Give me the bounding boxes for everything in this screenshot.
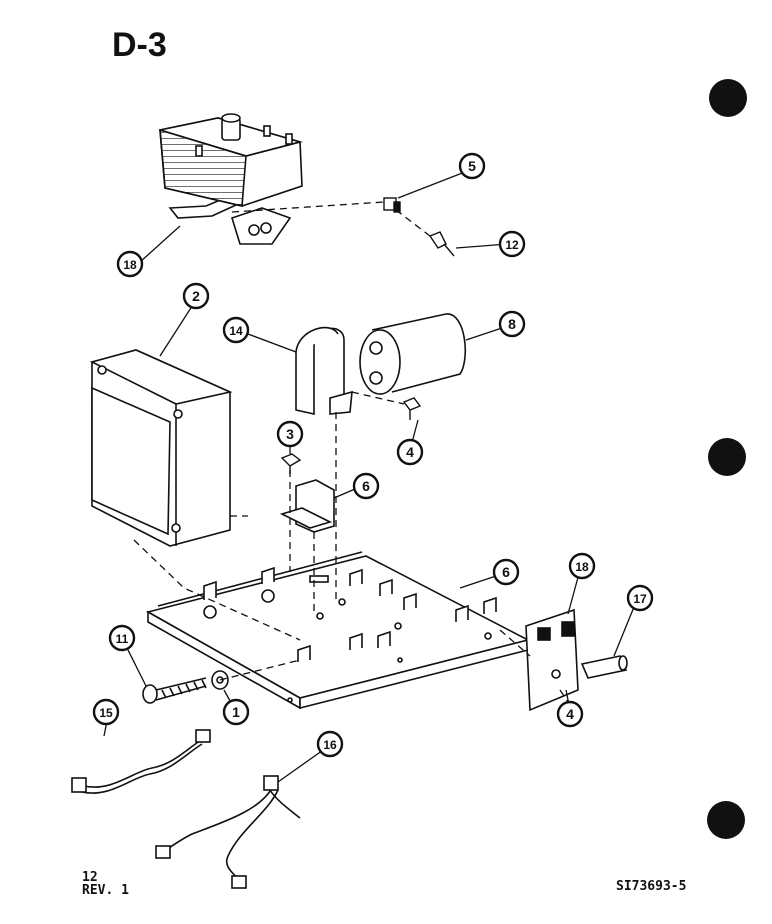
capacitor-clamp-part [295, 326, 353, 415]
wire-harness-short-part [71, 729, 211, 794]
callout-circle [352, 472, 380, 500]
callout-label: 6 [362, 478, 370, 494]
callout-6: 6 [352, 472, 380, 500]
diagram-title: D-3 [112, 26, 167, 64]
callout-label: 17 [633, 592, 647, 606]
switch-part [279, 479, 335, 533]
callout-circle [182, 282, 210, 310]
callout-label: 16 [323, 738, 337, 752]
callout-14: 14 [222, 316, 250, 344]
callout-label: 4 [406, 444, 414, 460]
callout-label: 3 [286, 426, 294, 442]
callout-label: 11 [116, 632, 129, 646]
binder-hole-middle [708, 438, 746, 476]
callout-circle [498, 230, 526, 258]
callout-3: 3 [276, 420, 304, 448]
callout-label: 18 [123, 258, 137, 272]
callout-label: 5 [468, 158, 476, 174]
assembly-lines [133, 201, 581, 721]
callout-label: 2 [192, 288, 200, 304]
callout-15: 15 [92, 698, 120, 726]
callout-label: 8 [508, 316, 516, 332]
callout-circle [458, 152, 486, 180]
callout-label: 1 [232, 704, 240, 720]
callout-label: 14 [229, 324, 243, 338]
callout-1: 1 [222, 698, 250, 726]
sheet-number: 12 [82, 870, 98, 885]
callout-circle [556, 700, 584, 728]
callout-12: 12 [498, 230, 526, 258]
revision-label: REV. 1 [82, 883, 129, 898]
callout-circle [92, 698, 120, 726]
callout-circle [568, 552, 596, 580]
callout-label: 4 [566, 706, 574, 722]
screw-part [280, 397, 422, 474]
binder-hole-bottom [707, 801, 745, 839]
circuit-board-part [525, 608, 579, 712]
callout-label: 18 [575, 560, 589, 574]
callout-circle [108, 624, 136, 652]
callout-4: 4 [396, 438, 424, 466]
callout-circle [116, 250, 144, 278]
callout-circle [316, 730, 344, 758]
callout-4: 4 [556, 700, 584, 728]
callout-17: 17 [626, 584, 654, 612]
callout-circle [396, 438, 424, 466]
callout-2: 2 [182, 282, 210, 310]
base-plate-part [145, 551, 531, 710]
magnetron-part [159, 113, 304, 245]
callout-6: 6 [492, 558, 520, 586]
callout-circle [492, 558, 520, 586]
callout-label: 12 [505, 238, 519, 252]
callout-18: 18 [568, 552, 596, 580]
capacitor-part [359, 313, 466, 395]
callout-circle [626, 584, 654, 612]
binder-hole-top [709, 79, 747, 117]
callout-circle [276, 420, 304, 448]
callout-5: 5 [458, 152, 486, 180]
callout-18: 18 [116, 250, 144, 278]
callout-label: 15 [99, 706, 113, 720]
drawing-code: SI73693-5 [616, 879, 687, 894]
thermal-cutout-part [383, 197, 401, 213]
callout-circle [498, 310, 526, 338]
bolt-part [142, 677, 207, 704]
wire-harness-long-part [155, 775, 301, 889]
terminal-part [428, 231, 455, 257]
callout-label: 6 [502, 564, 510, 580]
callout-16: 16 [316, 730, 344, 758]
transformer-part [89, 349, 233, 547]
fuse-part [580, 655, 628, 679]
callout-circle [222, 698, 250, 726]
callout-circle [222, 316, 250, 344]
callout-8: 8 [498, 310, 526, 338]
callout-11: 11 [108, 624, 136, 652]
